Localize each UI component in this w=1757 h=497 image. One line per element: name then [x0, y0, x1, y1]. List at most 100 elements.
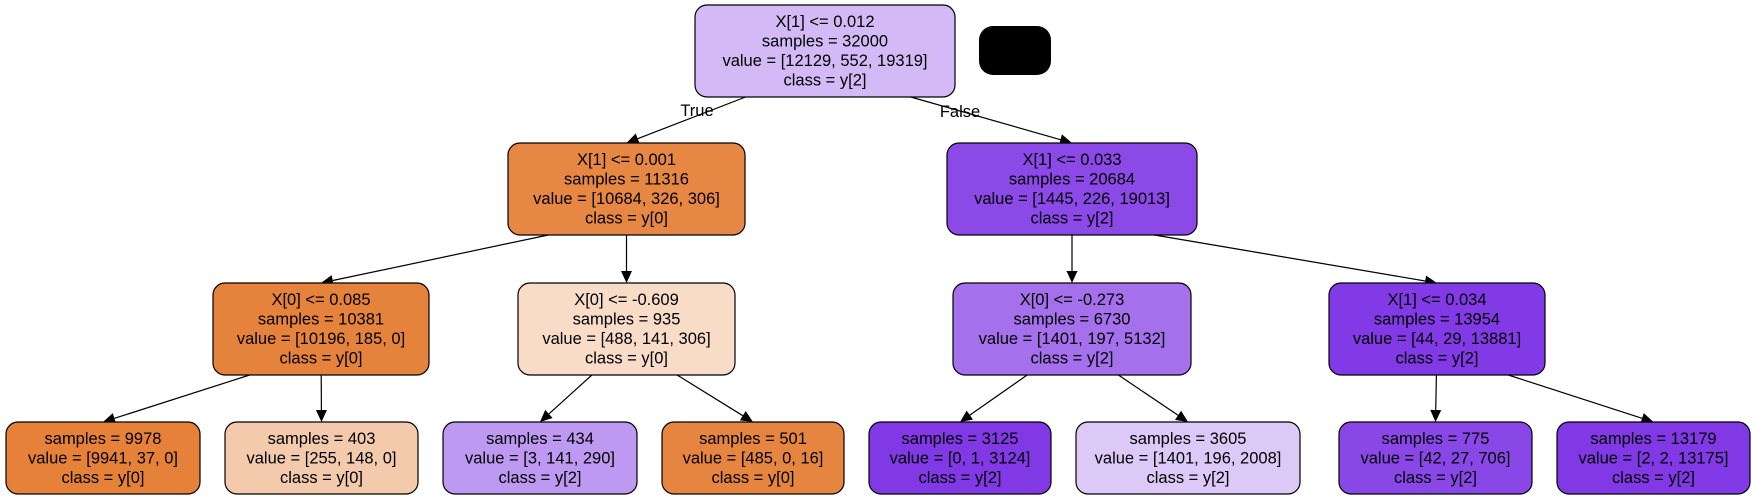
- node-line: samples = 775: [1382, 430, 1490, 448]
- edge-arrowhead: [315, 409, 327, 422]
- edge-arrowhead: [1174, 410, 1188, 422]
- node-box: [946, 142, 1198, 236]
- node-box: [212, 282, 430, 376]
- node-box: [694, 4, 956, 98]
- node-line: class = y[0]: [62, 469, 145, 487]
- edge-arrowhead: [103, 413, 117, 424]
- node-box: [1556, 421, 1751, 495]
- node-line: samples = 6730: [1014, 311, 1131, 329]
- node-box: [868, 421, 1052, 495]
- node-box: [1328, 282, 1546, 376]
- node-line: samples = 3605: [1130, 430, 1247, 448]
- node-line: value = [0, 1, 3124]: [890, 449, 1031, 467]
- node-line: X[1] <= 0.001: [577, 151, 676, 169]
- node-box: [224, 421, 419, 495]
- node-line: value = [9941, 37, 0]: [28, 449, 178, 467]
- node-line: class = y[2]: [1147, 469, 1230, 487]
- edge-line: [910, 96, 1061, 141]
- node-line: samples = 935: [573, 311, 681, 329]
- node-line: class = y[0]: [585, 210, 668, 228]
- edge-arrowhead: [960, 410, 973, 422]
- node-line: samples = 403: [268, 430, 376, 448]
- node-line: value = [10684, 326, 306]: [533, 190, 720, 208]
- edge-line: [1154, 234, 1426, 282]
- edge-n5-n11: [960, 374, 1028, 422]
- node-line: samples = 434: [486, 430, 594, 448]
- edge-arrowhead: [621, 271, 632, 283]
- edge-n4-n10: [676, 374, 753, 422]
- node-box: [517, 282, 736, 376]
- edge-line: [969, 374, 1028, 416]
- node-line: class = y[2]: [919, 469, 1002, 487]
- edge-n6-n13: [1430, 374, 1442, 422]
- node-line: samples = 3125: [902, 430, 1019, 448]
- node-line: class = y[2]: [1031, 210, 1114, 228]
- edge-line: [1435, 374, 1437, 411]
- edge-n1-n3: [321, 234, 549, 286]
- node-box: [5, 421, 201, 495]
- node-line: value = [42, 27, 706]: [1361, 449, 1511, 467]
- edge-root-n2: False: [910, 96, 1072, 145]
- edge-arrowhead: [626, 133, 640, 144]
- edge-n2-n6: [1154, 234, 1437, 287]
- redaction-box: [979, 26, 1051, 75]
- node-box: [661, 421, 845, 495]
- node-line: class = y[2]: [1031, 350, 1114, 368]
- node-line: X[0] <= -0.609: [574, 291, 679, 309]
- node-line: samples = 10381: [258, 311, 384, 329]
- edge-label-false: False: [940, 103, 980, 121]
- node-line: value = [44, 29, 13881]: [1353, 330, 1521, 348]
- edge-line: [332, 234, 549, 282]
- edge-line: [637, 96, 746, 140]
- node-line: class = y[2]: [1394, 469, 1477, 487]
- edge-n6-n14: [1508, 374, 1654, 424]
- node-box: [442, 421, 638, 495]
- node-box: [1075, 421, 1301, 495]
- edge-n4-n9: [540, 374, 593, 422]
- node-line: X[1] <= 0.033: [1022, 151, 1121, 169]
- node-line: X[0] <= 0.085: [271, 291, 370, 309]
- node-line: samples = 13179: [1590, 430, 1716, 448]
- node-box: [507, 142, 746, 236]
- node-box: [1338, 421, 1533, 495]
- edge-line: [548, 374, 593, 415]
- edge-n5-n12: [1118, 374, 1188, 422]
- edge-n1-n4: [621, 235, 632, 283]
- edge-arrowhead: [1430, 409, 1442, 422]
- node-line: value = [488, 141, 306]: [542, 330, 710, 348]
- node-line: value = [3, 141, 290]: [465, 449, 615, 467]
- edge-arrowhead: [1066, 271, 1078, 283]
- node-line: value = [485, 0, 16]: [683, 449, 824, 467]
- node-line: class = y[0]: [280, 469, 363, 487]
- node-line: class = y[2]: [1612, 469, 1695, 487]
- node-line: samples = 11316: [564, 171, 689, 189]
- node-line: value = [2, 2, 13175]: [1579, 449, 1729, 467]
- edge-arrowhead: [540, 409, 553, 422]
- edge-arrowhead: [1058, 134, 1072, 145]
- node-line: class = y[0]: [585, 350, 668, 368]
- node-line: X[1] <= 0.012: [775, 13, 874, 31]
- node-line: value = [12129, 552, 19319]: [722, 52, 927, 70]
- node-line: value = [1401, 196, 2008]: [1095, 449, 1282, 467]
- edge-line: [114, 374, 250, 419]
- node-line: class = y[0]: [280, 350, 363, 368]
- node-line: value = [1401, 197, 5132]: [979, 330, 1166, 348]
- node-line: samples = 20684: [1009, 171, 1135, 189]
- node-line: class = y[2]: [499, 469, 582, 487]
- node-line: value = [10196, 185, 0]: [237, 330, 405, 348]
